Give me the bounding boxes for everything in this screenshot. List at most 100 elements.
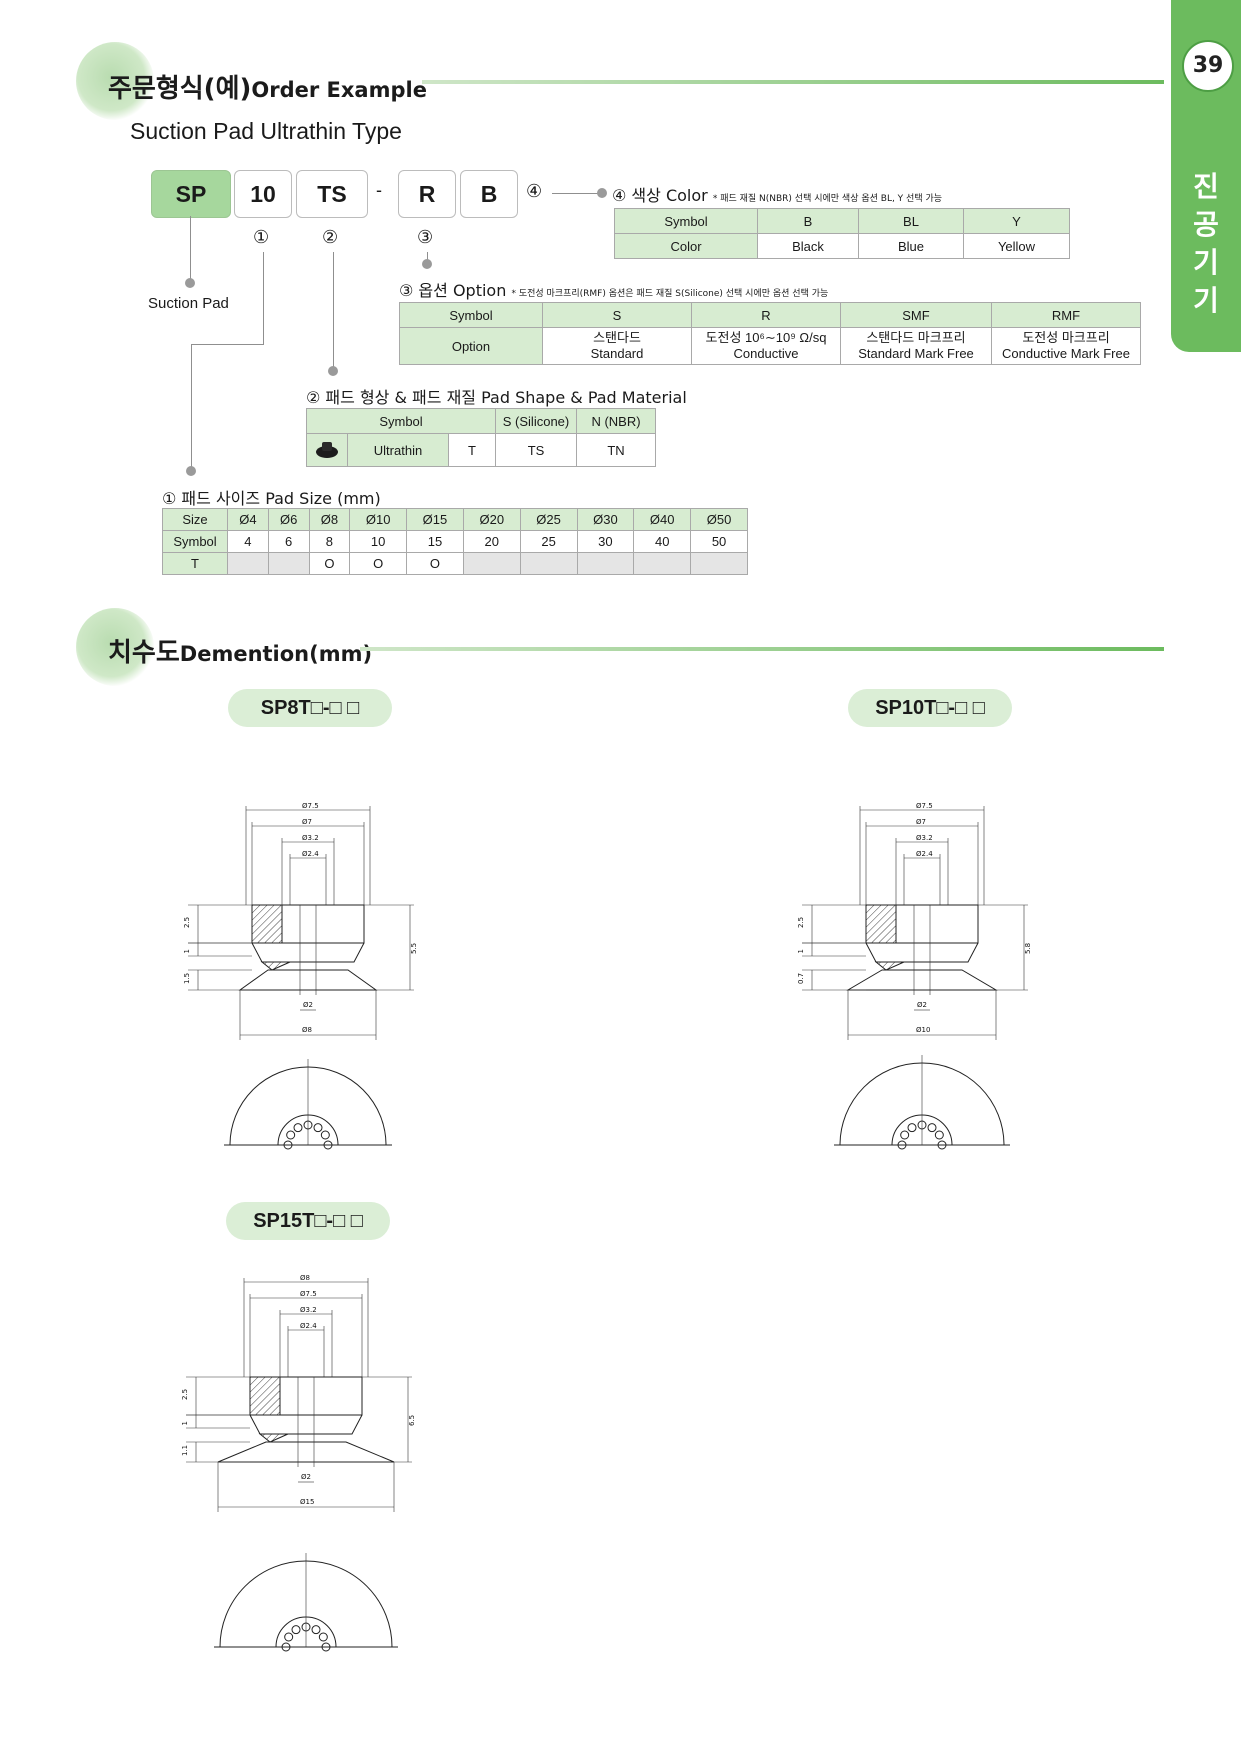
marker-3: ③ (417, 227, 434, 248)
size-cell: Ø25 (519, 508, 578, 531)
leader-line (427, 252, 428, 262)
dim-label: 1 (797, 949, 805, 953)
size-cell: Ø4 (227, 508, 269, 531)
leader-line (552, 193, 600, 194)
size-cell: Ø6 (267, 508, 310, 531)
pad-neck (865, 942, 979, 963)
suction-hole (281, 1642, 291, 1652)
dimension-section-title: 치수도Demention(mm) (108, 638, 373, 668)
dim-label: Ø7 (916, 818, 926, 826)
size-row-label: Size (162, 508, 228, 531)
suction-hole (291, 1625, 301, 1635)
dim-label: 5.5 (410, 943, 418, 954)
suction-hole (934, 1130, 944, 1140)
leader-line (263, 252, 264, 344)
dim-label: Ø2.4 (300, 1322, 317, 1330)
section-blob (76, 42, 154, 120)
size-cell: Ø40 (633, 508, 692, 531)
size-cell (633, 552, 692, 575)
dim-label: Ø2 (301, 1473, 311, 1481)
dim-label: Ø7.5 (916, 802, 933, 810)
dim-label: Ø3.2 (302, 834, 319, 842)
size-cell: Ø15 (406, 508, 464, 531)
size-cell: 25 (519, 530, 578, 553)
pad-neck-hatch (260, 961, 291, 971)
pad-lip (238, 969, 378, 991)
size-row-label: T (162, 552, 228, 575)
suction-hole (318, 1632, 328, 1642)
code-box-shape: TS (296, 170, 368, 218)
shape-table-heading: ② 패드 형상 & 패드 재질 Pad Shape & Pad Material (306, 388, 687, 407)
order-section-title: 주문형식(예)Order Example (108, 74, 427, 104)
dim-label: 2.5 (797, 917, 805, 928)
dim-label: 6.5 (408, 1415, 416, 1426)
size-cell (576, 552, 635, 575)
suction-hole (900, 1130, 910, 1140)
suction-hole (897, 1140, 907, 1150)
size-cell (227, 552, 269, 575)
section-rule (422, 80, 1164, 84)
pad-lip (217, 1441, 395, 1463)
category-label: 진 공 기 기 (1193, 170, 1219, 317)
dim-label: 5.8 (1024, 943, 1032, 954)
dim-label: 1.1 (181, 1445, 189, 1456)
suction-hole (293, 1123, 303, 1133)
dim-label: Ø3.2 (300, 1306, 317, 1314)
dim-label: Ø7 (302, 818, 312, 826)
dim-label: 1 (183, 949, 191, 953)
suction-hole (927, 1123, 937, 1133)
dim-label: 1 (181, 1421, 189, 1425)
dim-label: Ø7.5 (300, 1290, 317, 1298)
size-cell: Ø8 (308, 508, 351, 531)
pad-neck (251, 942, 365, 963)
size-cell: O (406, 552, 464, 575)
dim-label: Ø8 (302, 1026, 312, 1034)
size-cell: 4 (227, 530, 269, 553)
pad-section-hatch (865, 904, 897, 944)
pad-lip (846, 969, 998, 991)
suction-hole (917, 1120, 927, 1130)
pad-neck (249, 1414, 363, 1435)
dim-label: Ø2.4 (302, 850, 319, 858)
marker-1: ① (253, 227, 270, 248)
pad-neck-hatch (258, 1433, 289, 1443)
size-cell (690, 552, 748, 575)
suction-hole (321, 1642, 331, 1652)
suction-hole (286, 1130, 296, 1140)
shape-table: Symbol S (Silicone) N (NBR) Ultrathin T … (306, 408, 656, 467)
pad-section-hatch (249, 1376, 281, 1416)
dim-label: Ø7.5 (302, 802, 319, 810)
size-cell: 8 (308, 530, 351, 553)
suction-hole (301, 1622, 311, 1632)
code-box-sp: SP (151, 170, 231, 218)
ultrathin-pad-icon (316, 441, 338, 458)
size-cell: 40 (633, 530, 692, 553)
suction-pad-label: Suction Pad (148, 295, 229, 312)
leader-line (333, 252, 334, 368)
suction-hole (303, 1120, 313, 1130)
size-cell: 6 (267, 530, 310, 553)
size-table-heading: ① 패드 사이즈 Pad Size (mm) (162, 489, 381, 508)
leader-dot (186, 466, 196, 476)
size-cell (519, 552, 578, 575)
suction-hole (907, 1123, 917, 1133)
code-box-option: R (398, 170, 456, 218)
suction-hole (311, 1625, 321, 1635)
color-table-heading: ④ 색상 Color * 패드 재질 N(NBR) 선택 시에만 색상 옵션 B… (612, 186, 943, 205)
dim-label: Ø3.2 (916, 834, 933, 842)
suction-hole (937, 1140, 947, 1150)
size-cell: 10 (349, 530, 408, 553)
size-cell: Ø30 (576, 508, 635, 531)
leader-dot (422, 259, 432, 269)
size-cell (462, 552, 521, 575)
dim-label: 2.5 (183, 917, 191, 928)
dim-label: Ø2.4 (916, 850, 933, 858)
size-cell: 15 (406, 530, 464, 553)
